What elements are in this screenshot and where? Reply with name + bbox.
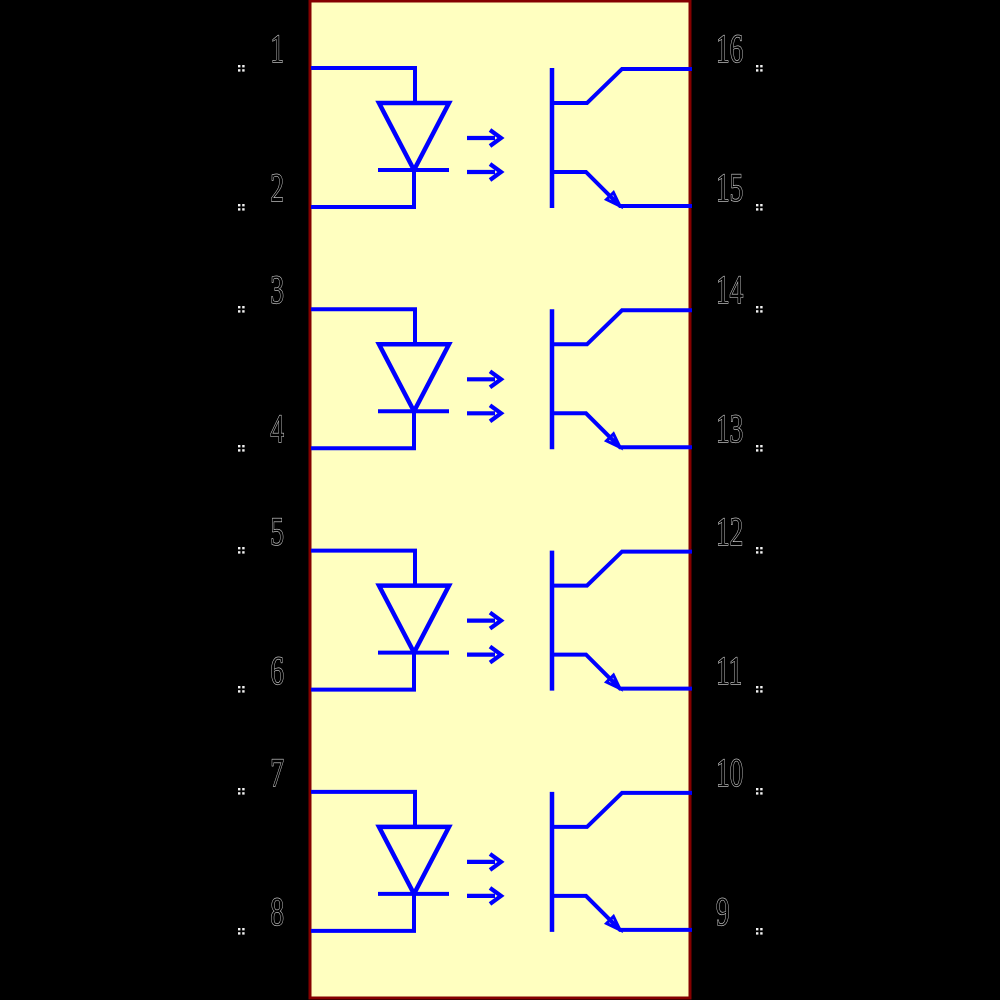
pin-label-11: 11 (716, 650, 742, 693)
pin-label-5: 5 (270, 511, 284, 554)
pin-label-6: 6 (270, 650, 284, 693)
pin-label-14: 14 (716, 269, 743, 312)
pin-marker-13 (756, 445, 763, 452)
pin-marker-1 (238, 65, 245, 72)
pin-label-7: 7 (270, 752, 284, 795)
pin-label-15: 15 (716, 167, 743, 210)
pin-label-12: 12 (716, 511, 743, 554)
pin-marker-7 (238, 788, 245, 795)
pin-label-16: 16 (716, 28, 743, 71)
pin-label-13: 13 (716, 408, 743, 451)
pin-marker-6 (238, 686, 245, 693)
pin-label-1: 1 (270, 28, 284, 71)
pin-marker-14 (756, 306, 763, 313)
pin-marker-12 (756, 547, 763, 554)
pin-marker-16 (756, 65, 763, 72)
component-body (308, 0, 692, 1000)
pin-label-4: 4 (270, 408, 284, 451)
pin-label-3: 3 (270, 269, 284, 312)
pin-marker-10 (756, 788, 763, 795)
pin-label-2: 2 (270, 167, 284, 210)
pin-marker-9 (756, 928, 763, 935)
pin-marker-4 (238, 445, 245, 452)
pin-marker-5 (238, 547, 245, 554)
pin-marker-3 (238, 306, 245, 313)
pin-label-8: 8 (270, 891, 284, 934)
pin-marker-15 (756, 204, 763, 211)
pin-labels: 1 2 3 4 5 6 7 8 16 15 14 13 12 11 10 9 (270, 28, 744, 935)
pin-label-9: 9 (716, 891, 730, 934)
pin-marker-2 (238, 204, 245, 211)
pin-label-10: 10 (716, 752, 743, 795)
pin-marker-8 (238, 928, 245, 935)
pin-marker-11 (756, 686, 763, 693)
